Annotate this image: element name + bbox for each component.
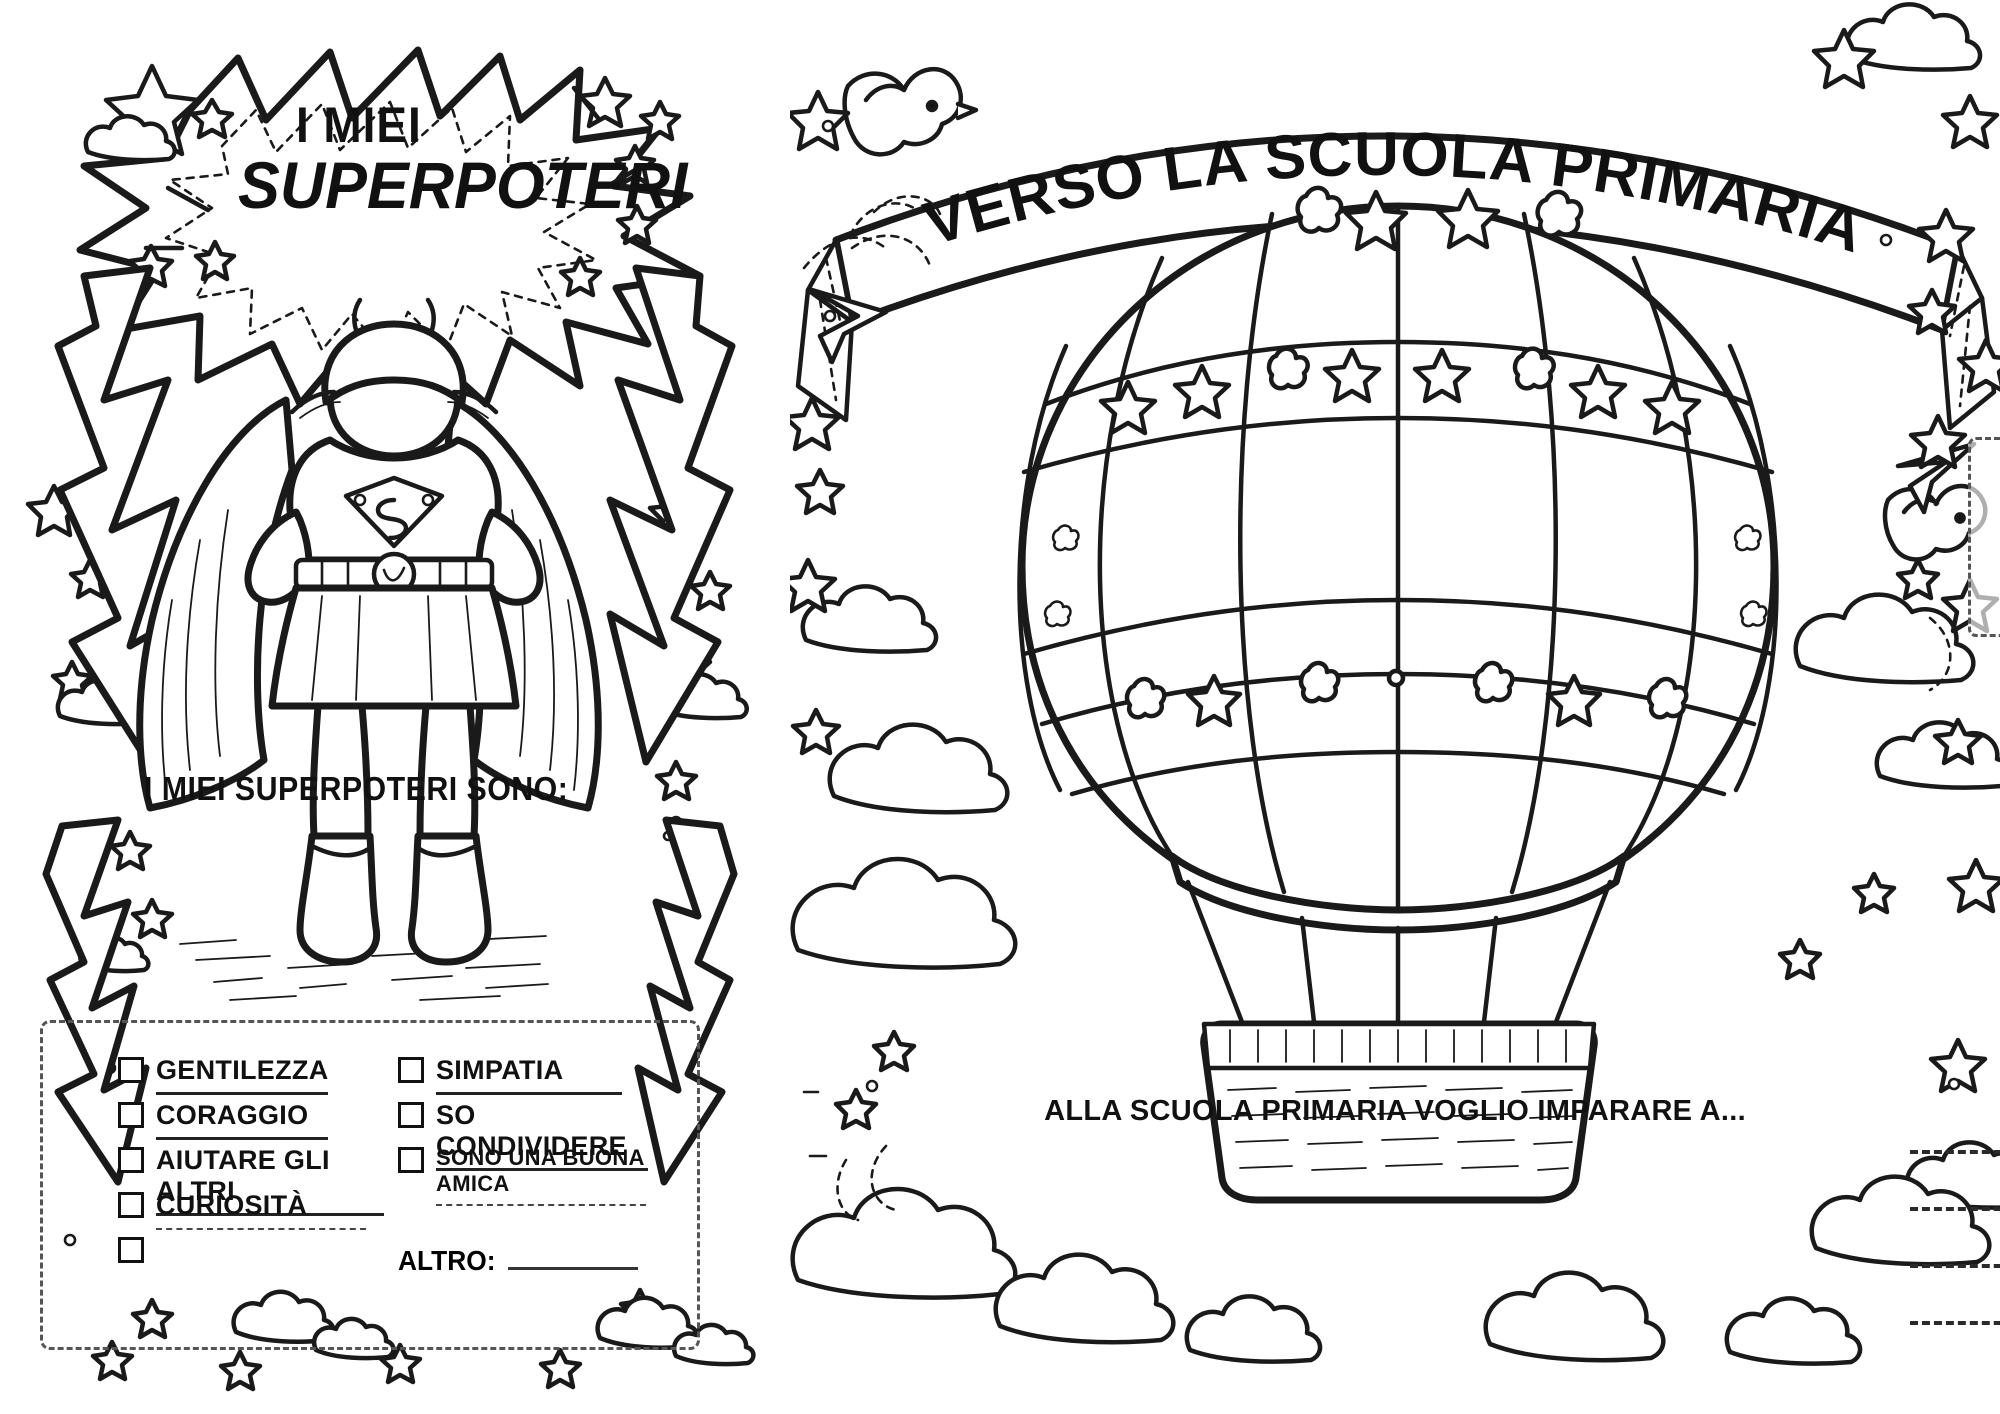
write-rule — [156, 1137, 328, 1140]
balloon-hem — [1168, 852, 1628, 934]
hero-boot-left — [296, 832, 381, 966]
basket-rim-texture — [1229, 1029, 1567, 1063]
write-line[interactable] — [1910, 1150, 2000, 1154]
burst-title-line-1: I MIEI — [296, 97, 422, 153]
write-rule — [156, 1213, 384, 1216]
checklist-label: SONO UNA BUONA AMICA — [436, 1145, 644, 1196]
dream-label: IL MIO SOGNO PER LA PRIMARIA — [1982, 396, 2000, 429]
hero-boot-right — [407, 832, 492, 966]
burst-title-line-2: SUPERPOTERI — [238, 148, 688, 222]
checkbox-coraggio[interactable] — [118, 1102, 144, 1128]
hot-air-balloon — [1017, 185, 1779, 1204]
page-superpoteri: I MIEI SUPERPOTERI I MIEI SUPERPOTERI SO… — [0, 0, 790, 1414]
banner-stitch — [818, 256, 1972, 408]
checklist-item-blank[interactable] — [118, 1235, 398, 1280]
checklist-column-left: GENTILEZZA CORAGGIO AIUTARE GLI ALTRI — [118, 1055, 398, 1280]
other-label: ALTRO: — [398, 1245, 496, 1276]
hero-emblem — [343, 475, 445, 549]
write-rule — [436, 1204, 646, 1206]
dream-drawing-box[interactable] — [1968, 437, 2000, 637]
checklist-label: SO CONDIVIDERE — [436, 1100, 627, 1161]
write-rule — [436, 1092, 622, 1095]
checklist-label: GENTILEZZA — [156, 1055, 329, 1085]
learn-prompt-label: ALLA SCUOLA PRIMARIA VOGLIO IMPARARE A..… — [1044, 1095, 1746, 1127]
hero-skirt — [268, 584, 520, 710]
checklist-column-right: SIMPATIA SO CONDIVIDERE SONO UNA BUONA A… — [398, 1055, 668, 1206]
hero-hair — [321, 320, 467, 406]
page-scuola-primaria: VERSO LA SCUOLA PRIMARIA — [790, 0, 2000, 1414]
checklist-item[interactable]: CORAGGIO — [118, 1100, 398, 1145]
right-page-artwork: VERSO LA SCUOLA PRIMARIA — [790, 2, 2000, 1366]
balloon-band-motifs-top — [1098, 346, 1702, 436]
checkbox-gentilezza[interactable] — [118, 1057, 144, 1083]
balloon-crown-motifs — [1295, 185, 1584, 252]
checkbox-blank[interactable] — [118, 1237, 144, 1263]
superpowers-section-heading: I MIEI SUPERPOTERI SONO: — [144, 770, 569, 807]
lightning-bolt-bottom-right — [634, 816, 738, 1186]
action-marks — [143, 85, 645, 251]
balloon-ropes — [1185, 879, 1613, 1025]
basket-weave — [1227, 1085, 1575, 1171]
checklist-item[interactable]: SIMPATIA — [398, 1055, 668, 1100]
other-write-rule[interactable] — [507, 1267, 638, 1270]
left-page-artwork — [25, 46, 756, 1392]
sparkle-dots-right — [821, 119, 1961, 1093]
superhero-figure — [136, 297, 602, 1001]
checklist-item[interactable]: SO CONDIVIDERE — [398, 1100, 668, 1171]
write-line[interactable] — [1910, 1207, 2000, 1211]
checklist-label: CORAGGIO — [156, 1100, 309, 1130]
dashed-swirls — [836, 195, 1952, 1222]
write-rule — [156, 1092, 328, 1095]
superpowers-panel — [40, 1020, 700, 1350]
write-rule — [156, 1228, 366, 1230]
paper-plane-left — [809, 287, 889, 365]
checkbox-curiosita[interactable] — [118, 1192, 144, 1218]
checkbox-aiutare-gli-altri[interactable] — [118, 1147, 144, 1173]
checklist-label: SIMPATIA — [436, 1055, 564, 1085]
checkbox-so-condividere[interactable] — [398, 1102, 424, 1128]
dream-title-wrapper: IL MIO SOGNO PER LA PRIMARIA — [1968, 396, 2000, 429]
checkbox-simpatia[interactable] — [398, 1057, 424, 1083]
checklist-item[interactable]: AIUTARE GLI ALTRI — [118, 1145, 398, 1216]
balloon-side-motifs — [1043, 524, 1768, 628]
write-rule — [436, 1168, 648, 1171]
checklist-item[interactable]: GENTILEZZA — [118, 1055, 398, 1100]
checklist-item[interactable]: SONO UNA BUONA AMICA — [398, 1145, 668, 1206]
bird-top-left — [842, 66, 979, 157]
write-line[interactable] — [1910, 1264, 2000, 1268]
write-line[interactable] — [1910, 1321, 2000, 1325]
balloon-band-motifs-bottom — [1124, 660, 1689, 728]
lightning-bolt-bottom-left — [42, 816, 150, 1186]
checklist-label: AIUTARE GLI ALTRI — [156, 1145, 330, 1206]
write-lines-group[interactable] — [1910, 1150, 2000, 1378]
lightning-bolt-right — [606, 264, 736, 766]
other-field[interactable]: ALTRO: — [398, 1245, 638, 1277]
cape — [136, 396, 296, 812]
right-stars — [790, 27, 2000, 1131]
page-edge-marks — [802, 1090, 828, 1158]
checklist-item[interactable]: CURIOSITÀ — [118, 1190, 398, 1235]
checklist-label: CURIOSITÀ — [156, 1190, 308, 1220]
balloon-gores — [1017, 203, 1779, 915]
checkbox-sono-una-buona-amica[interactable] — [398, 1147, 424, 1173]
